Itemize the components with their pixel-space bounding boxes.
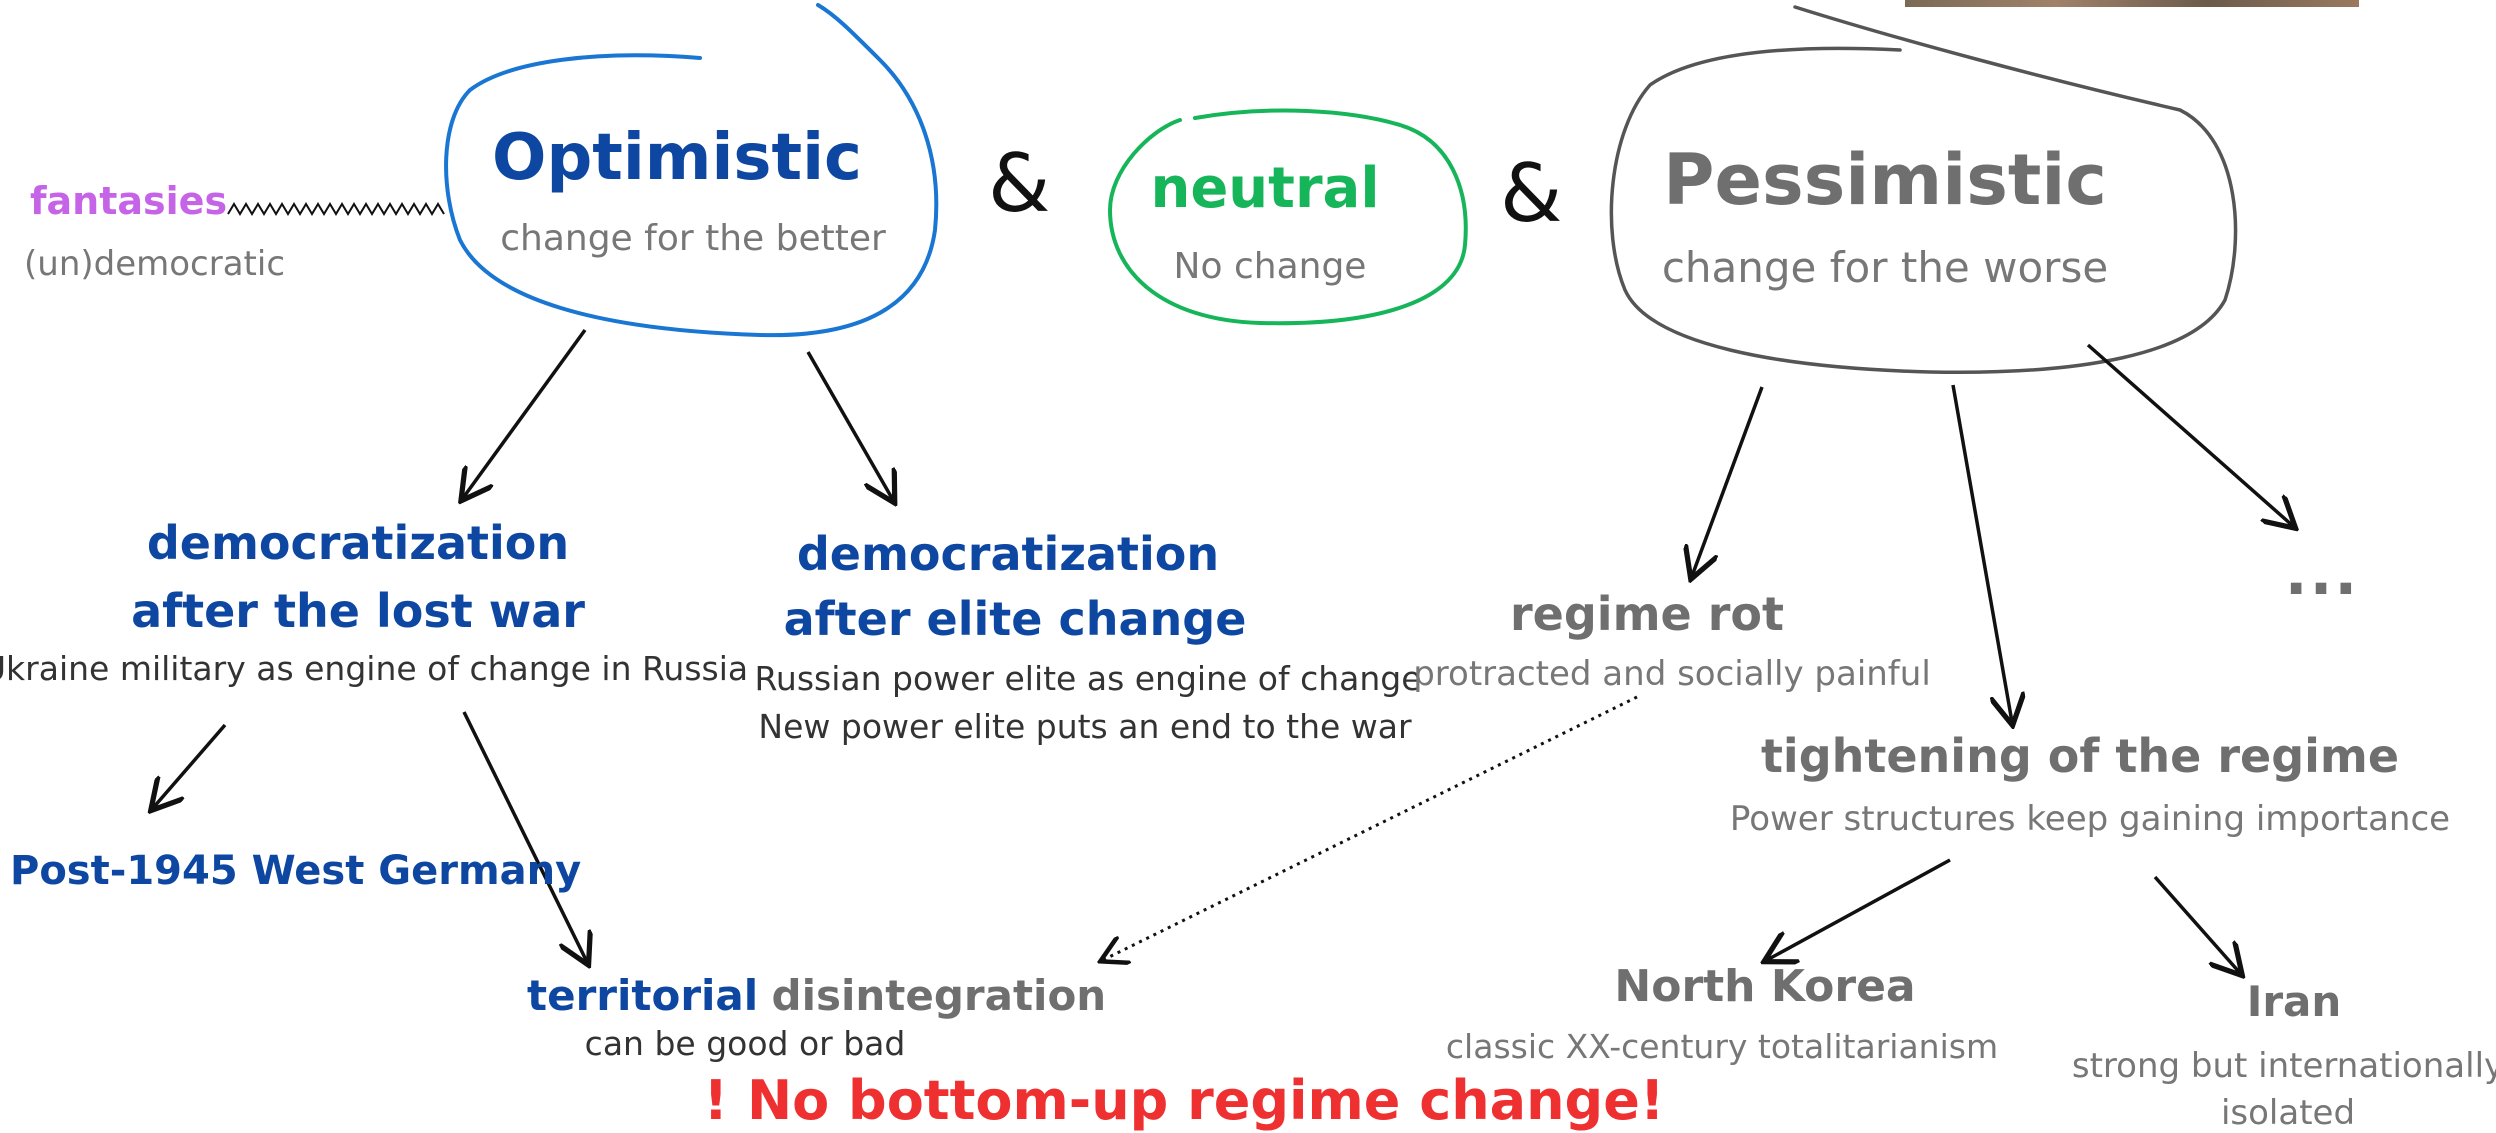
video-thumbnail-strip — [1905, 0, 2359, 7]
pessimistic-title: Pessimistic — [1663, 139, 2107, 221]
elite-change-description-line1: Russian power elite as engine of change — [754, 659, 1422, 698]
tightening-sub: Power structures keep gaining importance — [1729, 799, 2451, 839]
north-korea-title: North Korea — [1614, 961, 1916, 1012]
arrow-tightening-to-iran — [2153, 875, 2240, 973]
optimistic-title: Optimistic — [492, 121, 862, 195]
lost-war-description: Ukraine military as engine of change in … — [0, 649, 749, 688]
regime-rot-title: regime rot — [1509, 587, 1785, 641]
ampersand-left: & — [988, 137, 1051, 230]
arrow-lost-war-to-territorial — [462, 711, 587, 962]
pessimistic-subtitle: change for the worse — [1661, 243, 2109, 292]
iran-sub-line1: strong but internationally — [2071, 1046, 2496, 1086]
elite-change-title-line2: after elite change — [783, 592, 1247, 646]
fantasies-label: fantasies — [30, 179, 228, 223]
arrow-optimistic-to-elite-change — [806, 351, 893, 500]
arrow-pessimistic-to-tightening — [1951, 384, 2012, 722]
arrow-pessimistic-to-more — [2086, 343, 2293, 526]
arrow-optimistic-to-lost-war — [463, 328, 587, 498]
arrow-regime-rot-to-territorial — [1103, 695, 1638, 960]
lost-war-title-line2: after the lost war — [131, 584, 585, 638]
elite-change-title-line1: democratization — [796, 527, 1220, 581]
iran-title: Iran — [2246, 977, 2342, 1026]
ampersand-right: & — [1500, 147, 1563, 240]
fantasies-zigzag-connector — [227, 202, 445, 216]
more-branches-ellipsis: ... — [2284, 539, 2360, 609]
territorial-disintegration-label: territorial disintegration — [527, 971, 1107, 1020]
west-germany-label: Post-1945 West Germany — [10, 848, 582, 894]
arrow-tightening-to-north-korea — [1767, 858, 1951, 960]
tightening-title: tightening of the regime — [1760, 729, 2400, 783]
footer-note: ! No bottom-up regime change! — [703, 1069, 1665, 1132]
neutral-title: neutral — [1150, 156, 1380, 221]
territorial-word: territorial — [527, 971, 759, 1020]
optimistic-subtitle: change for the better — [500, 218, 886, 259]
territorial-sub: can be good or bad — [584, 1024, 906, 1063]
lost-war-title-line1: democratization — [146, 516, 570, 570]
neutral-outline — [1107, 108, 1468, 326]
elite-change-description-line2: New power elite puts an end to the war — [758, 707, 1412, 746]
arrow-lost-war-to-west-germany — [153, 723, 227, 808]
arrow-pessimistic-to-regime-rot — [1692, 386, 1764, 576]
optimistic-outline — [444, 3, 939, 338]
iran-sub-line2: isolated — [2220, 1093, 2356, 1133]
north-korea-sub: classic XX-century totalitarianism — [1445, 1027, 1999, 1066]
disintegration-word: disintegration — [771, 971, 1107, 1020]
pessimistic-outline — [1609, 5, 2238, 375]
undemocratic-label: (un)democratic — [24, 244, 286, 284]
neutral-subtitle: No change — [1173, 246, 1367, 287]
regime-rot-sub: protracted and socially painful — [1413, 654, 1931, 694]
